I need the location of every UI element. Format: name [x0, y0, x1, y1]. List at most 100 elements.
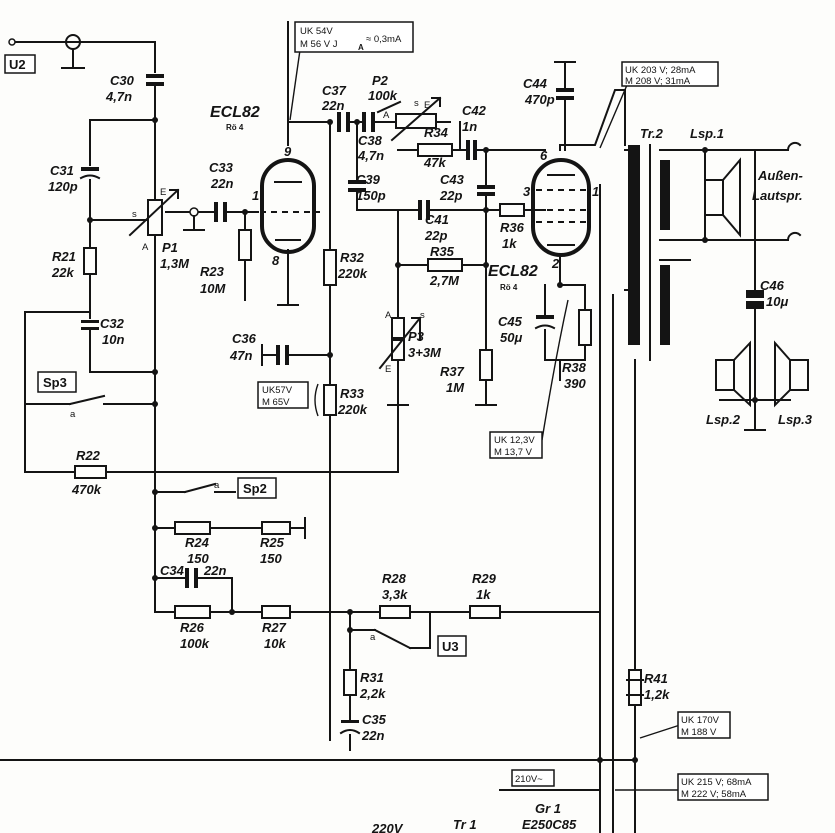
speaker-lsp2 — [715, 359, 735, 391]
svg-text:M 222 V; 58mA: M 222 V; 58mA — [681, 789, 747, 800]
value-r25: 150 — [260, 551, 282, 566]
resistor-r25 — [261, 521, 291, 535]
cap-c37 — [337, 112, 341, 132]
svg-text:a: a — [70, 409, 76, 420]
svg-text:1: 1 — [252, 188, 259, 203]
label-r37: R37 — [440, 364, 465, 379]
value-c32: 10n — [102, 332, 124, 347]
value-c35: 22n — [361, 728, 384, 743]
label-c41: C41 — [425, 212, 449, 227]
cap-c42 — [466, 140, 470, 160]
cap-c41 — [418, 200, 422, 220]
svg-text:9: 9 — [284, 144, 292, 159]
label-gr1: Gr 1 — [535, 801, 561, 816]
label-r34: R34 — [424, 125, 449, 140]
svg-text:s: s — [420, 310, 425, 321]
wires — [0, 21, 791, 833]
label-r22: R22 — [76, 448, 101, 463]
label-c38: C38 — [358, 133, 383, 148]
value-p3: 3+3M — [408, 345, 442, 360]
value-c33: 22n — [210, 176, 233, 191]
label-c30: C30 — [110, 73, 135, 88]
value-c31: 120p — [48, 179, 78, 194]
label-r41: R41 — [644, 671, 668, 686]
label-r26: R26 — [180, 620, 205, 635]
speaker-lsp1 — [704, 179, 724, 216]
value-c44: 470p — [524, 92, 555, 107]
value-c42: 1n — [462, 119, 477, 134]
svg-text:UK57V: UK57V — [262, 385, 293, 396]
resistor-r31 — [343, 669, 357, 696]
pin-a: A — [142, 242, 149, 253]
cap-c45 — [536, 315, 554, 319]
label-c44: C44 — [523, 76, 548, 91]
svg-text:210V~: 210V~ — [515, 774, 543, 785]
value-c39: 150p — [356, 188, 386, 203]
svg-text:E: E — [385, 364, 391, 375]
cap-c34 — [185, 568, 189, 588]
tube-ecl82-1 — [260, 158, 316, 254]
value-c41: 22p — [424, 228, 447, 243]
cap-c30 — [146, 74, 164, 78]
cap-c43 — [477, 185, 495, 189]
label-sp2: Sp2 — [243, 481, 267, 496]
label-c37: C37 — [322, 83, 347, 98]
resistor-r24 — [174, 521, 211, 535]
label-c32: C32 — [100, 316, 125, 331]
pin-s: s — [132, 209, 137, 220]
label-tr2: Tr.2 — [640, 126, 664, 141]
label-p3: P3 — [408, 329, 425, 344]
speaker-lsp3 — [789, 359, 809, 391]
value-r31: 2,2k — [359, 686, 386, 701]
label-r33: R33 — [340, 386, 365, 401]
label-sp3: Sp3 — [43, 375, 67, 390]
svg-text:A: A — [385, 310, 392, 321]
pot-p3 — [391, 317, 405, 339]
svg-text:a: a — [214, 480, 220, 491]
svg-text:M 65V: M 65V — [262, 397, 290, 408]
label-c46: C46 — [760, 278, 785, 293]
value-r21: 22k — [51, 265, 74, 280]
resistor-r34 — [417, 143, 453, 157]
resistor-r22 — [74, 465, 107, 479]
junctions — [87, 117, 758, 763]
label-ext1: Außen- — [757, 168, 803, 183]
value-c45: 50μ — [500, 330, 522, 345]
resistor-r32 — [323, 249, 337, 286]
svg-text:UK 170V: UK 170V — [681, 715, 720, 726]
value-r38: 390 — [564, 376, 586, 391]
label-r21: R21 — [52, 249, 76, 264]
value-r37: 1M — [446, 380, 465, 395]
resistor-r26 — [174, 605, 211, 619]
label-ecl82-2: ECL82 — [488, 263, 538, 280]
box-uk-top-2: M 56 V J — [300, 39, 338, 50]
value-r33: 220k — [337, 402, 368, 417]
resistor-r27 — [261, 605, 291, 619]
value-gr1: E250C85 — [522, 817, 577, 832]
label-220v: 220V — [371, 821, 404, 833]
svg-text:A: A — [358, 43, 364, 52]
label-r23: R23 — [200, 264, 225, 279]
cap-c33 — [214, 202, 218, 222]
label-r64-1: Rö 4 — [226, 123, 244, 132]
resistor-r35 — [427, 258, 463, 272]
svg-text:≈ 0,3mA: ≈ 0,3mA — [366, 34, 402, 45]
label-ext2: Lautspr. — [752, 188, 803, 203]
value-r27: 10k — [264, 636, 286, 651]
cap-c31 — [81, 167, 99, 171]
cap-c46 — [746, 290, 764, 298]
label-c35: C35 — [362, 712, 387, 727]
label-r32: R32 — [340, 250, 365, 265]
label-c33: C33 — [209, 160, 234, 175]
cap-c35 — [341, 720, 359, 723]
value-c37: 22n — [321, 98, 344, 113]
label-p2: P2 — [372, 73, 389, 88]
resistor-r41 — [628, 669, 642, 706]
cap-c38 — [362, 112, 366, 132]
resistor-r23 — [238, 229, 252, 261]
value-c34: 22n — [203, 563, 226, 578]
label-c34: C34 — [160, 563, 185, 578]
svg-text:M 13,7 V: M 13,7 V — [494, 447, 533, 458]
label-r31: R31 — [360, 670, 384, 685]
